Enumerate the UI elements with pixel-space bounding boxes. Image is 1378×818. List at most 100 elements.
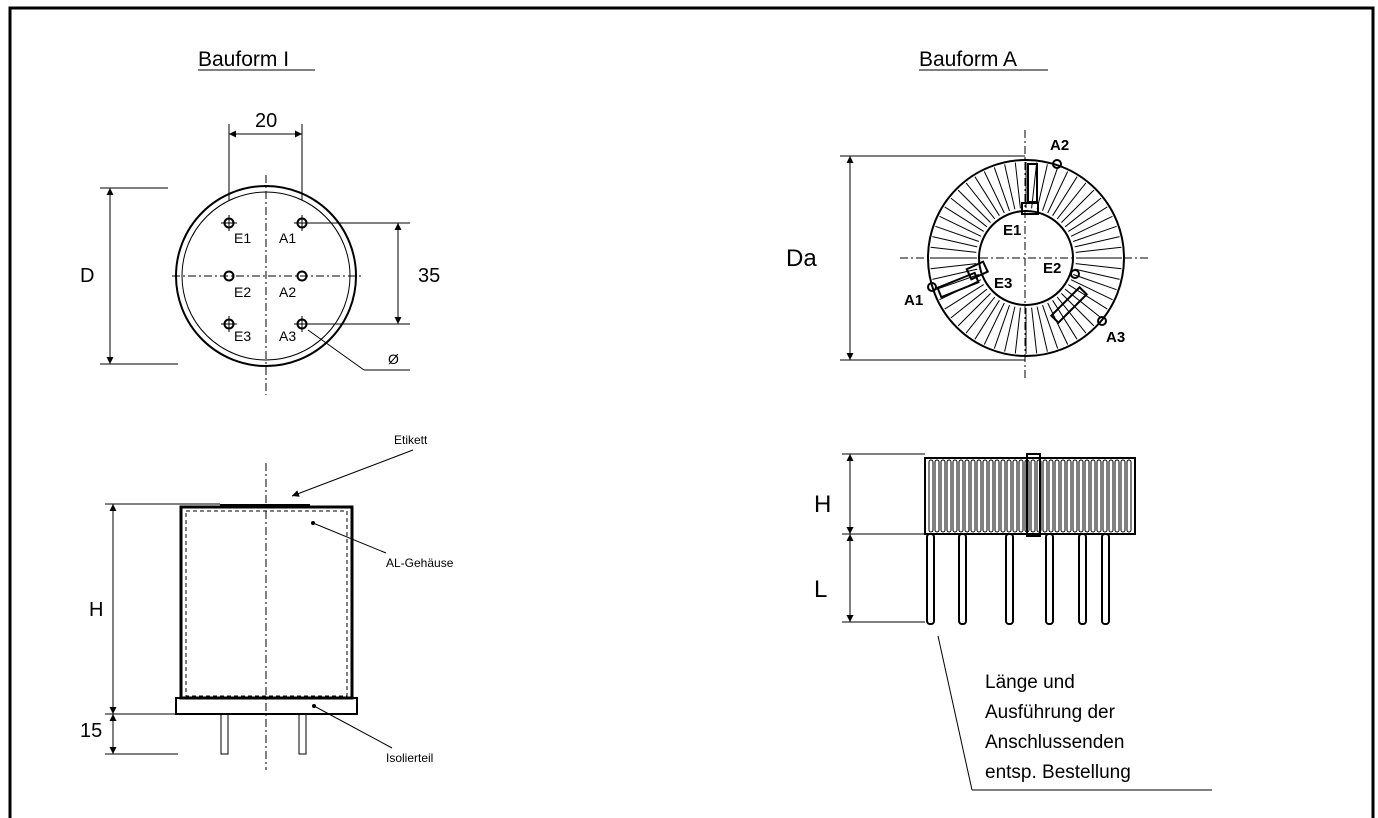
label-housing: AL-Gehäuse <box>386 556 454 570</box>
side-winding-turn <box>976 459 982 533</box>
pin-diameter-label: Ø <box>388 351 399 367</box>
side-winding-turn <box>1048 459 1054 533</box>
winding-turn <box>1064 288 1102 319</box>
lead-wire <box>1078 533 1087 625</box>
label-etikett-leader: Etikett <box>291 433 428 497</box>
pin-left <box>220 713 229 755</box>
dimension-lead-length-label: L <box>814 576 827 603</box>
lead-wires <box>926 533 1110 625</box>
winding-turn <box>1075 246 1122 253</box>
side-winding-turn <box>1072 459 1078 533</box>
side-winding-turn <box>1012 459 1018 533</box>
winding-turn <box>957 293 991 327</box>
dimension-pin-spacing-value: 35 <box>418 265 440 287</box>
side-winding-turn <box>970 459 976 533</box>
dimension-outer-diameter-label: Da <box>786 245 817 272</box>
dimension-width-value: 20 <box>255 110 277 132</box>
pin-a1: A1 <box>279 215 310 246</box>
svg-text:E2: E2 <box>234 284 251 300</box>
winding-turn <box>944 284 984 310</box>
side-winding-turn <box>994 459 1000 533</box>
winding-turn <box>993 305 1010 349</box>
side-view-housing <box>175 463 358 770</box>
winding-turn <box>1068 206 1108 232</box>
winding-turn <box>1056 296 1087 334</box>
winding-turn <box>1036 306 1048 352</box>
winding-turn <box>1070 215 1113 237</box>
label-insulator-leader: Isolierteil <box>312 704 433 765</box>
lead-wire <box>926 533 935 625</box>
side-winding-turn <box>964 459 970 533</box>
winding-turn <box>1073 225 1117 242</box>
winding-turn <box>1014 307 1021 354</box>
lead-note: Länge und Ausführung der Anschlussenden … <box>985 672 1131 783</box>
drawing-frame <box>8 6 1375 818</box>
winding-turn <box>930 246 977 253</box>
terminal-e1: E1 <box>1003 202 1039 239</box>
winding-turn <box>983 171 1005 214</box>
winding-turn <box>965 182 996 220</box>
winding-turn <box>932 268 978 280</box>
label-etikett: Etikett <box>394 433 428 447</box>
winding-turn <box>939 215 982 237</box>
side-winding-turn <box>1108 459 1114 533</box>
dimension-lead-length: L <box>814 534 925 623</box>
winding-turn <box>1047 171 1069 214</box>
winding-turn <box>993 167 1010 211</box>
winding-turn <box>1056 182 1087 220</box>
side-winding-turn <box>1084 459 1090 533</box>
side-winding-turn <box>1066 459 1072 533</box>
winding-turn <box>1074 236 1120 248</box>
note-line-3: Anschlussenden <box>985 732 1124 753</box>
lead-wire <box>1005 533 1014 625</box>
winding-turn <box>1052 176 1078 216</box>
winding-turn <box>935 225 979 242</box>
side-winding-turn <box>1120 459 1126 533</box>
side-winding-turn <box>1102 459 1108 533</box>
winding-turn <box>932 236 978 248</box>
svg-text:E2: E2 <box>1043 260 1061 277</box>
winding-turn <box>1052 300 1078 340</box>
side-winding-turn <box>952 459 958 533</box>
winding-turn <box>1068 284 1108 310</box>
winding-turn <box>1074 268 1120 280</box>
side-winding-turn <box>940 459 946 533</box>
winding-turn <box>950 288 988 319</box>
label-insulator: Isolierteil <box>386 751 433 765</box>
side-winding-turn <box>1060 459 1066 533</box>
pin-e3: E3 <box>221 316 251 344</box>
winding-turn <box>1031 307 1038 354</box>
side-terminal <box>1026 453 1041 537</box>
bauform-a: Bauform A Da A2 E1 <box>786 48 1212 791</box>
pin-e2: E2 <box>223 270 251 300</box>
note-line-2: Ausführung der <box>985 702 1116 723</box>
winding-turn <box>1031 162 1038 209</box>
side-winding-turn <box>1078 459 1084 533</box>
winding-turn <box>1061 189 1095 223</box>
dimension-diameter: D <box>80 187 178 365</box>
terminal-e2: E2 <box>1043 260 1080 279</box>
terminal-a1: A1 <box>904 271 980 309</box>
lead-wire <box>958 533 967 625</box>
winding-turn <box>1047 302 1069 345</box>
winding-turn <box>950 197 988 228</box>
winding-turn <box>983 302 1005 345</box>
toroid-top-view: A2 E1 E2 E3 A1 A3 <box>900 130 1150 380</box>
side-winding-turn <box>1126 459 1132 533</box>
side-winding-turn <box>928 459 934 533</box>
winding-turn <box>944 206 984 232</box>
pin-e1: E1 <box>221 215 251 246</box>
side-winding-turn <box>1006 459 1012 533</box>
winding-turn <box>930 263 977 270</box>
svg-text:E3: E3 <box>994 275 1012 292</box>
side-winding-turn <box>1054 459 1060 533</box>
svg-text:A3: A3 <box>1106 329 1125 346</box>
note-leader <box>937 635 1212 791</box>
dimension-outer-diameter: Da <box>786 155 1025 361</box>
winding-turn <box>965 296 996 334</box>
svg-text:A2: A2 <box>279 284 296 300</box>
side-winding-turn <box>1030 459 1036 533</box>
side-winding-turn <box>946 459 952 533</box>
side-winding-turn <box>1042 459 1048 533</box>
